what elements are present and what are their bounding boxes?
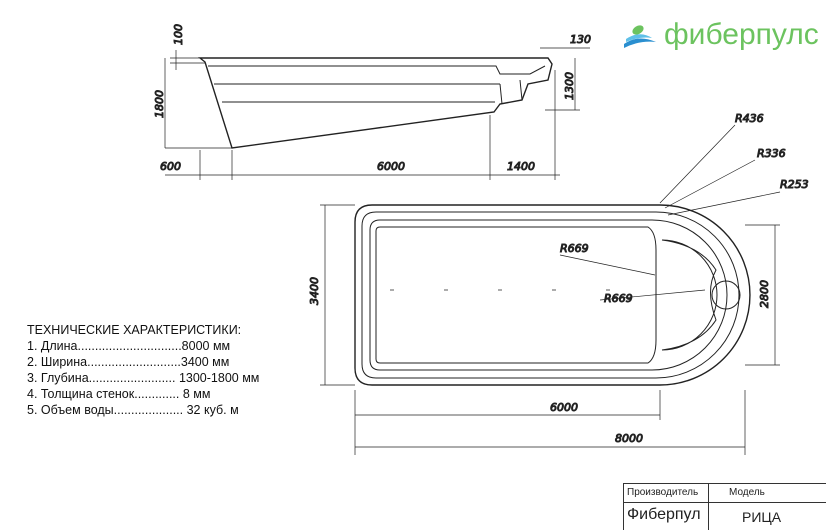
dim-length-main: 6000: [550, 401, 578, 414]
dim-left-step: 600: [160, 160, 181, 173]
plan-view: 3400 2800 6000 8000 R436 R336 R253 R669 …: [308, 112, 809, 455]
dim-r669-b: R669: [604, 292, 633, 305]
dim-lip: 100: [172, 24, 185, 45]
model-value: РИЦА: [742, 509, 782, 525]
manufacturer-value: Фиберпул: [627, 506, 701, 523]
side-view: 100 1800 600 6000 1400 130 1300: [153, 24, 592, 180]
title-block: Производитель Модель Фиберпул РИЦА: [623, 483, 826, 530]
dim-right-length: 1400: [507, 160, 535, 173]
spec-length: 1. Длина..............................80…: [27, 339, 231, 353]
dim-length-total: 8000: [615, 432, 643, 445]
dim-r336: R336: [757, 147, 786, 160]
spec-depth: 3. Глубина......................... 1300…: [27, 371, 260, 385]
spec-wall: 4. Толщина стенок............. 8 мм: [27, 387, 211, 401]
manufacturer-label: Производитель: [627, 487, 699, 498]
logo-text: фиберпулс: [664, 18, 819, 51]
dim-r436: R436: [735, 112, 764, 125]
spec-volume: 5. Объем воды.................... 32 куб…: [27, 403, 239, 417]
wave-leaf-icon: [624, 25, 656, 48]
dim-r253: R253: [780, 178, 809, 191]
brand-logo: фиберпулс: [622, 18, 819, 52]
dim-depth-max: 1800: [153, 90, 166, 118]
dim-width: 3400: [308, 277, 321, 305]
tech-specs: ТЕХНИЧЕСКИЕ ХАРАКТЕРИСТИКИ: 1. Длина....…: [27, 322, 259, 418]
spec-width: 2. Ширина...........................3400…: [27, 355, 230, 369]
dim-main-length: 6000: [377, 160, 405, 173]
dim-width-inner: 2800: [758, 280, 771, 308]
dim-r669-a: R669: [560, 242, 589, 255]
specs-title: ТЕХНИЧЕСКИЕ ХАРАКТЕРИСТИКИ:: [27, 323, 242, 337]
model-label: Модель: [729, 487, 765, 498]
dim-right-lip: 130: [570, 33, 591, 46]
dim-depth-min: 1300: [563, 72, 576, 100]
